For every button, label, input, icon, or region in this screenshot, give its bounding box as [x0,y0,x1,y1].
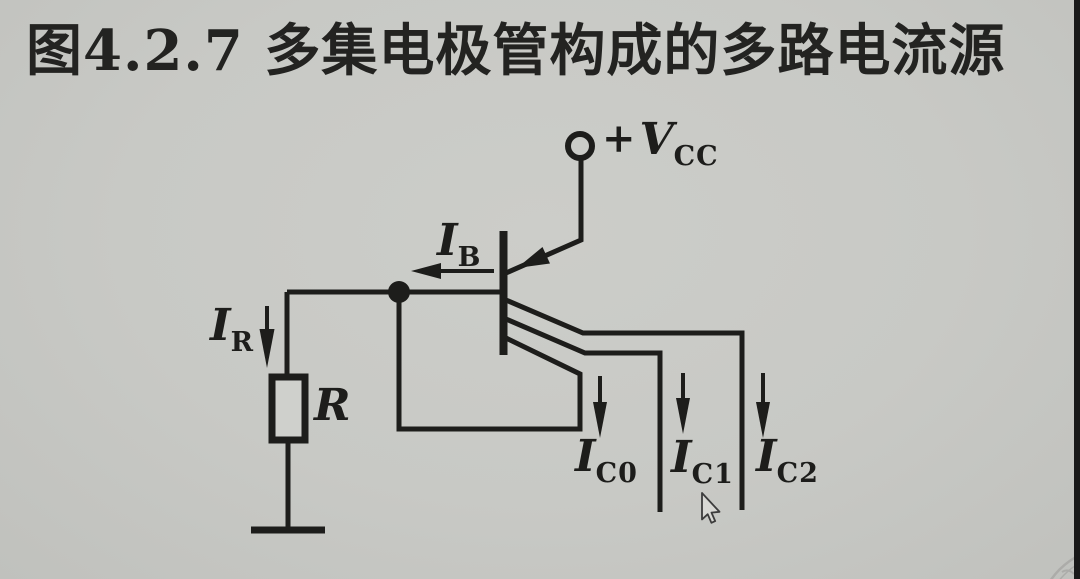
label-ic0: IC0 [575,431,638,489]
label-ic2: IC2 [756,431,819,489]
ir-arrowhead-icon [259,329,275,368]
collector1-wire [505,316,663,512]
label-resistor: R [314,380,351,431]
label-ic1: IC1 [671,432,734,490]
label-ir: IR [210,300,255,358]
ic1-arrowhead-icon [676,398,690,434]
slide-title: 图4.2.7 多集电极管构成的多路电流源 [26,18,1006,84]
collector0-feedback-wire [396,292,583,432]
label-vcc: +VCC [602,114,719,172]
screen-edge-strip [1074,0,1080,579]
watermark-logo [1049,553,1080,579]
label-ib: IB [437,215,482,273]
ic0-arrowhead-icon [593,402,607,438]
mouse-cursor [701,492,721,524]
ib-arrowhead-icon [411,263,441,279]
ic2-arrowhead-icon [756,402,770,438]
vcc-terminal-icon [565,131,595,161]
emitter-arrowhead-icon [517,247,550,268]
resistor-body [268,373,309,444]
collector2-wire [505,297,745,510]
plus-sign: + [602,115,636,162]
